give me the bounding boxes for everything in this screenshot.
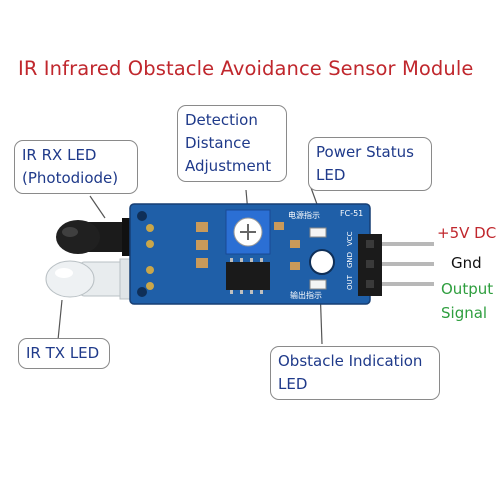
callout-rx-led: IR RX LED (Photodiode) [14, 140, 138, 194]
ir-rx-led [56, 218, 132, 256]
callout-detection-line3: Adjustment [185, 157, 272, 175]
pin-name-out: OUT [346, 274, 354, 290]
callout-obstacle-line2: LED [278, 375, 308, 393]
callout-obstacle: Obstacle Indication LED [270, 346, 440, 400]
callout-power-status: Power Status LED [308, 137, 432, 191]
pin-label-vcc: +5V DC [437, 224, 497, 242]
callout-detection-line2: Distance [185, 134, 251, 152]
pin-name-gnd: GND [346, 252, 354, 268]
power-status-led [309, 227, 327, 238]
callout-rx-line1: IR RX LED [22, 146, 97, 164]
comparator-chip [226, 258, 270, 294]
output-silk-text: 输出指示 [290, 290, 322, 300]
rx-leader-line [89, 195, 106, 219]
callout-rx-line2: (Photodiode) [22, 169, 119, 187]
potentiometer [225, 209, 271, 255]
pin-label-gnd: Gnd [451, 254, 482, 272]
page-title: IR Infrared Obstacle Avoidance Sensor Mo… [18, 57, 474, 80]
obstacle-indication-led [309, 279, 327, 290]
pin-label-output: Output [441, 280, 494, 298]
callout-tx-led: IR TX LED [18, 338, 110, 369]
callout-obstacle-line1: Obstacle Indication [278, 352, 423, 370]
power-silk-text: 电源指示 [288, 210, 320, 220]
tx-leader-line [57, 299, 63, 341]
callout-detection-line1: Detection [185, 111, 258, 129]
callout-power-line2: LED [316, 166, 346, 184]
callout-detection: Detection Distance Adjustment [177, 105, 287, 182]
pin-label-signal: Signal [441, 304, 488, 322]
pin-name-vcc: VCC [346, 231, 354, 246]
pin-header [358, 234, 434, 296]
callout-tx-line1: IR TX LED [26, 344, 100, 362]
ir-tx-led [45, 258, 133, 300]
callout-power-line1: Power Status [316, 143, 414, 161]
board-model-text: FC-51 [340, 209, 363, 218]
